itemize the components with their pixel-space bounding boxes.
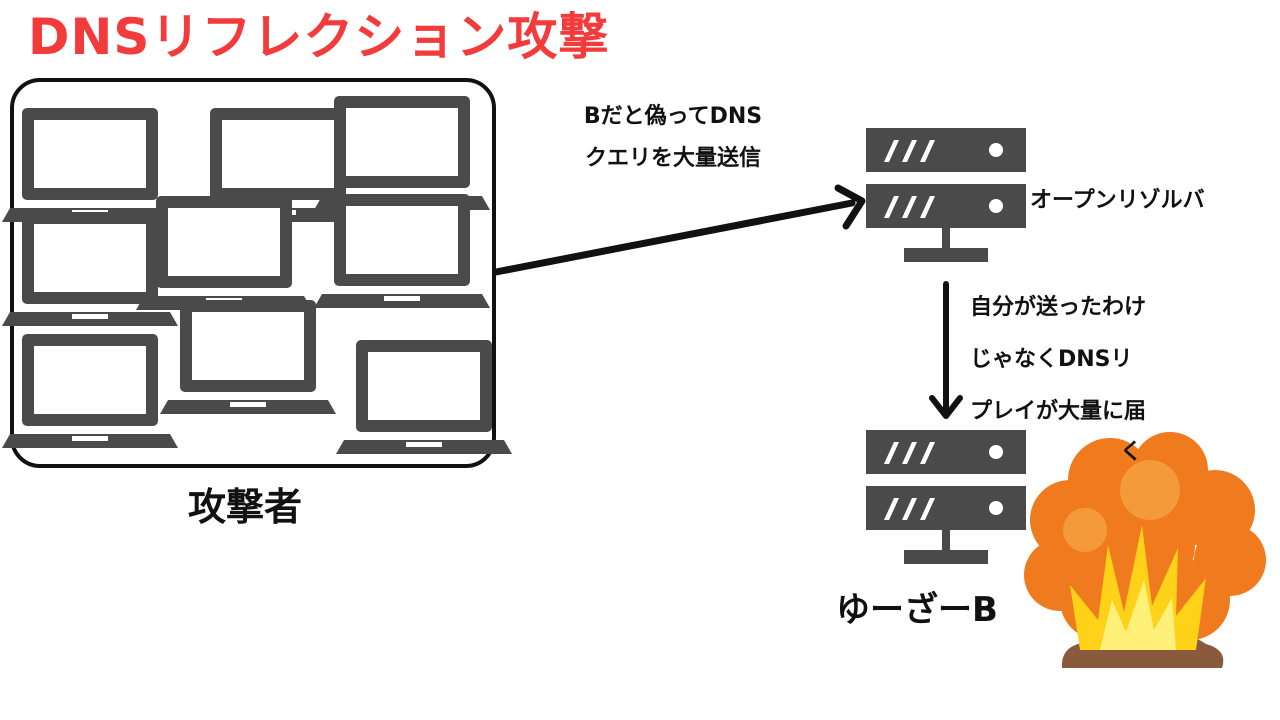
query-annotation-line2: クエリを大量送信 bbox=[584, 146, 761, 171]
attacker-laptops bbox=[2, 96, 512, 454]
reply-annotation-line4: く bbox=[1120, 440, 1143, 465]
resolver-server-icon bbox=[866, 128, 1026, 262]
reply-annotation-line2: じゃなくDNSリ bbox=[970, 347, 1133, 372]
reply-annotation-line1: 自分が送ったわけ bbox=[970, 295, 1147, 320]
attacker-label: 攻撃者 bbox=[188, 485, 303, 529]
reply-annotation-line3: プレイが大量に届 bbox=[970, 399, 1147, 424]
query-annotation: Bだと偽ってDNS クエリを大量送信 bbox=[528, 96, 818, 180]
diagram-title: DNSリフレクション攻撃 bbox=[28, 8, 610, 66]
victim-label: ゆーざーB bbox=[836, 590, 998, 630]
victim-server-icon bbox=[866, 430, 1026, 564]
reply-arrow bbox=[929, 281, 963, 419]
query-arrow bbox=[492, 184, 866, 276]
query-annotation-line1: Bだと偽ってDNS bbox=[583, 104, 763, 129]
explosion-icon bbox=[1024, 432, 1266, 668]
resolver-label: オープンリゾルバ bbox=[1030, 188, 1205, 213]
reply-annotation: 自分が送ったわけ じゃなくDNSリ プレイが大量に届 く bbox=[970, 282, 1240, 468]
